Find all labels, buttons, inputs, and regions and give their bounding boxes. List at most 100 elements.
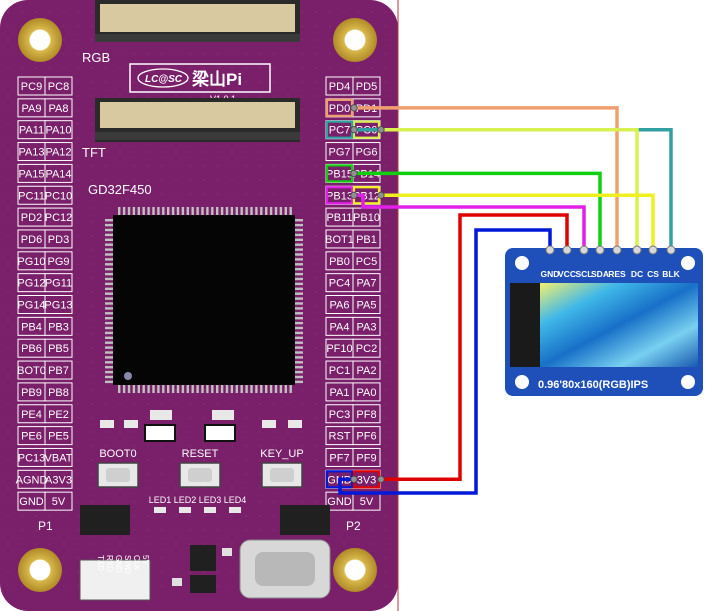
svg-text:PC9: PC9 bbox=[21, 81, 42, 93]
debug-label: TXD bbox=[96, 555, 105, 571]
svg-text:RESET: RESET bbox=[182, 448, 219, 460]
led bbox=[204, 507, 216, 513]
svg-text:PC7: PC7 bbox=[329, 125, 350, 137]
left-pin-pc10: PC10 bbox=[44, 185, 73, 205]
svg-text:PA3: PA3 bbox=[357, 321, 377, 333]
svg-text:PB6: PB6 bbox=[21, 343, 42, 355]
svg-text:PG10: PG10 bbox=[17, 256, 45, 268]
tft-label: TFT bbox=[82, 145, 106, 160]
right-pin-pc5: PC5 bbox=[352, 251, 381, 271]
wire bbox=[354, 127, 673, 250]
left-pin-pb3: PB3 bbox=[44, 316, 73, 336]
svg-text:PB9: PB9 bbox=[21, 387, 42, 399]
svg-text:PA1: PA1 bbox=[330, 387, 350, 399]
svg-text:KEY_UP: KEY_UP bbox=[260, 448, 303, 460]
svg-text:PA9: PA9 bbox=[22, 103, 42, 115]
lcd-pin-sda: SDA bbox=[591, 245, 609, 279]
lcd-screen bbox=[540, 283, 698, 367]
svg-text:5V: 5V bbox=[360, 496, 374, 508]
svg-text:PC3: PC3 bbox=[329, 409, 350, 421]
svg-text:RST: RST bbox=[329, 431, 351, 443]
led bbox=[154, 507, 166, 513]
right-pin-pf8: PF8 bbox=[352, 404, 381, 424]
svg-text:PA11: PA11 bbox=[19, 125, 44, 137]
left-pin-pd3: PD3 bbox=[44, 229, 73, 249]
wire bbox=[381, 193, 655, 250]
button-reset: RESET bbox=[179, 448, 221, 488]
svg-text:BOOT0: BOOT0 bbox=[99, 448, 136, 460]
svg-text:BOT0: BOT0 bbox=[17, 365, 46, 377]
right-pin-pd5: PD5 bbox=[352, 76, 381, 96]
logo-text: LC@SC bbox=[145, 74, 183, 85]
debug-label: GND bbox=[114, 555, 123, 573]
left-pin-pa14: PA14 bbox=[44, 163, 73, 183]
left-pin-a3v3: A3V3 bbox=[44, 469, 73, 489]
svg-text:PE2: PE2 bbox=[48, 409, 69, 421]
left-pin-pc8: PC8 bbox=[44, 76, 73, 96]
tft-connector bbox=[95, 98, 300, 142]
svg-text:PD3: PD3 bbox=[48, 234, 69, 246]
left-pin-pa10: PA10 bbox=[44, 120, 73, 140]
left-pin-pe5: PE5 bbox=[44, 426, 73, 446]
lcd-caption: 0.96'80x160(RGB)IPS bbox=[538, 379, 648, 391]
debug-label: 5V bbox=[141, 555, 150, 565]
svg-text:CS: CS bbox=[647, 269, 659, 279]
svg-text:PC11: PC11 bbox=[18, 190, 45, 202]
svg-text:PB1: PB1 bbox=[356, 234, 377, 246]
svg-text:PD2: PD2 bbox=[21, 212, 42, 224]
svg-text:PC8: PC8 bbox=[48, 81, 69, 93]
svg-text:PG12: PG12 bbox=[17, 278, 45, 290]
svg-text:PD4: PD4 bbox=[329, 81, 350, 93]
right-pin-pf6: PF6 bbox=[352, 426, 381, 446]
wire bbox=[354, 193, 586, 250]
svg-text:PA4: PA4 bbox=[330, 321, 350, 333]
svg-text:PB15: PB15 bbox=[326, 168, 353, 180]
right-pin-pa3: PA3 bbox=[352, 316, 381, 336]
svg-text:PC2: PC2 bbox=[356, 343, 377, 355]
bottom-components bbox=[79, 505, 331, 601]
right-pin-pa2: PA2 bbox=[352, 360, 381, 380]
debug-label: RXD bbox=[105, 555, 114, 572]
chip-label: GD32F450 bbox=[88, 182, 152, 197]
lcd-pin-dc: DC bbox=[631, 245, 643, 279]
svg-text:PG9: PG9 bbox=[47, 256, 69, 268]
mount-hole-top-right bbox=[333, 18, 377, 62]
svg-text:PB3: PB3 bbox=[48, 321, 69, 333]
right-pin-pa0: PA0 bbox=[352, 382, 381, 402]
svg-text:5V: 5V bbox=[52, 496, 66, 508]
right-pin-pa7: PA7 bbox=[352, 273, 381, 293]
svg-text:PA14: PA14 bbox=[45, 168, 71, 180]
svg-text:VCC: VCC bbox=[558, 269, 576, 279]
svg-text:PF9: PF9 bbox=[356, 452, 376, 464]
svg-text:PA2: PA2 bbox=[357, 365, 377, 377]
svg-text:PF7: PF7 bbox=[329, 452, 349, 464]
svg-text:DC: DC bbox=[631, 269, 643, 279]
svg-text:PF8: PF8 bbox=[356, 409, 376, 421]
wire bbox=[381, 213, 569, 482]
led bbox=[179, 507, 191, 513]
svg-text:SCL: SCL bbox=[576, 269, 593, 279]
mount-hole-bottom-right bbox=[333, 548, 377, 592]
left-pin-pg13: PG13 bbox=[44, 295, 73, 314]
svg-text:PA12: PA12 bbox=[45, 147, 71, 159]
svg-text:A3V3: A3V3 bbox=[45, 474, 72, 486]
right-pin-pa5: PA5 bbox=[352, 295, 381, 314]
right-pin-pf9: PF9 bbox=[352, 447, 381, 467]
left-pin-pg11: PG11 bbox=[44, 273, 73, 293]
svg-text:PA5: PA5 bbox=[357, 300, 377, 312]
svg-text:GND: GND bbox=[541, 269, 560, 279]
svg-text:BOT1: BOT1 bbox=[325, 234, 354, 246]
svg-text:3V3: 3V3 bbox=[357, 474, 377, 486]
led bbox=[229, 507, 241, 513]
lcd-pin-gnd: GND bbox=[541, 245, 560, 279]
svg-text:PB13: PB13 bbox=[326, 190, 353, 202]
svg-text:PB11: PB11 bbox=[326, 212, 352, 224]
svg-text:PF10: PF10 bbox=[326, 343, 352, 355]
svg-text:AGND: AGND bbox=[16, 474, 48, 486]
smd-components bbox=[100, 410, 302, 442]
led-label: LED1 bbox=[149, 495, 172, 505]
